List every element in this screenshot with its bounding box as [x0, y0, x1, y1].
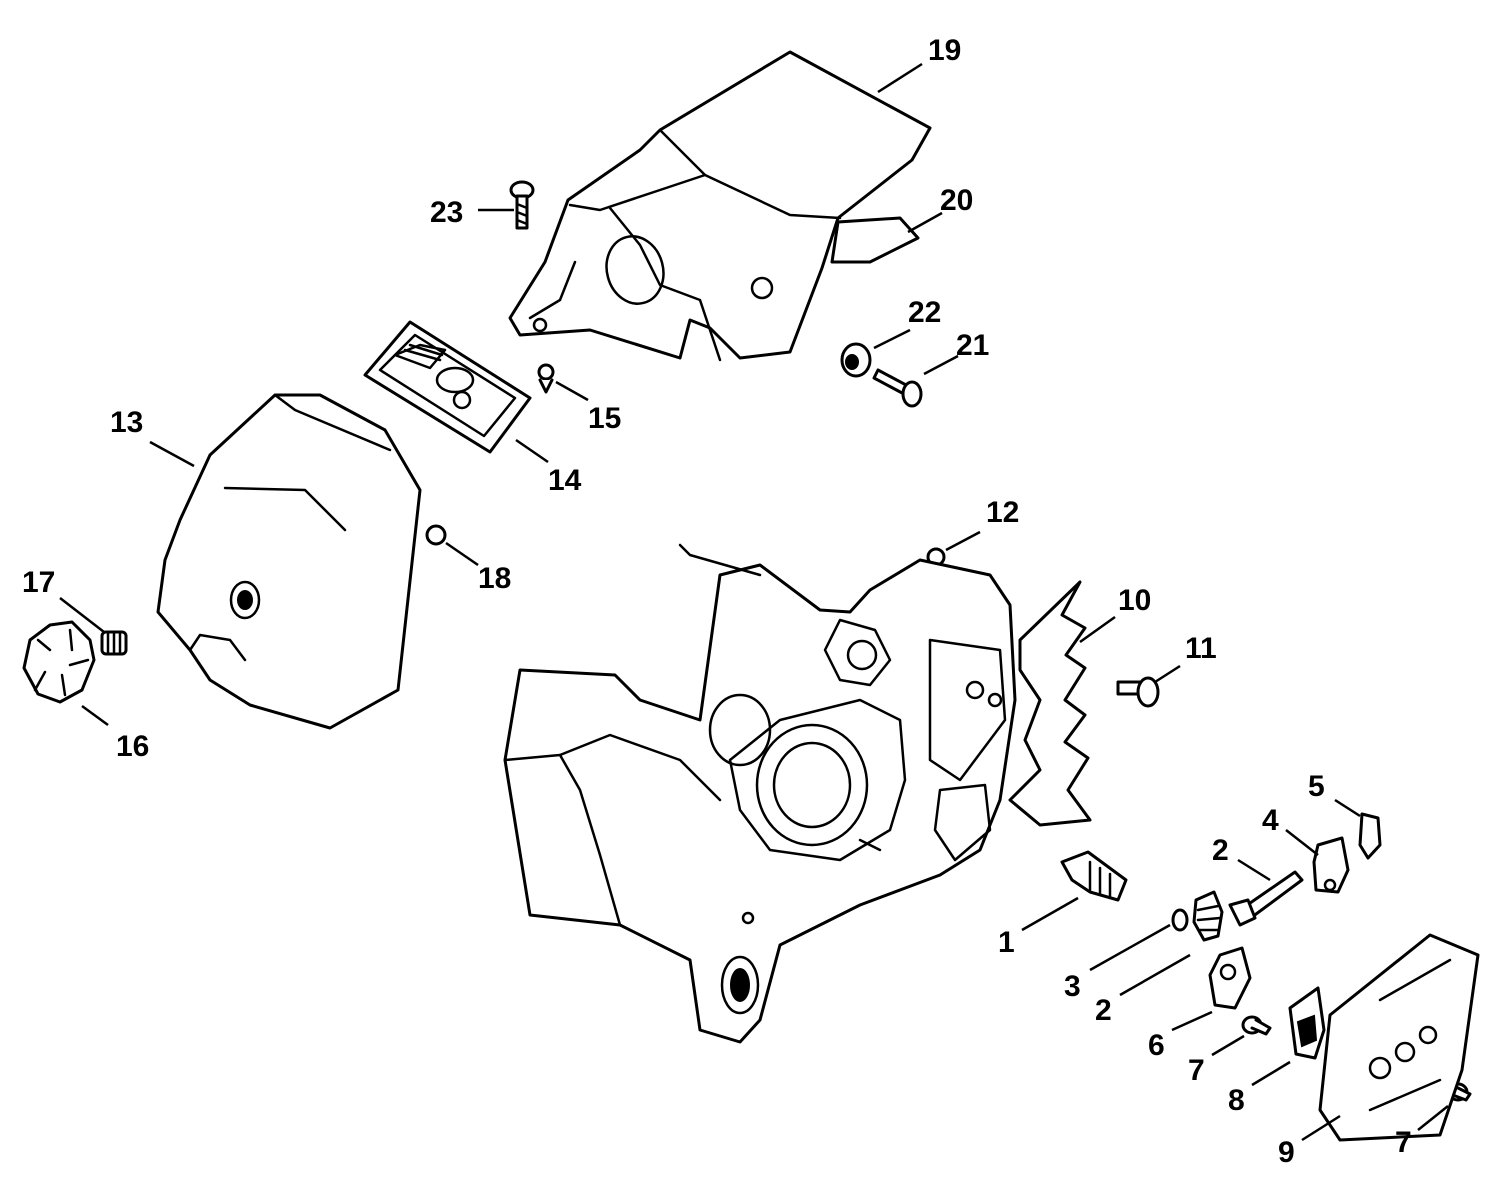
- callout-4: 4: [1262, 804, 1279, 837]
- callout-18: 18: [478, 562, 511, 595]
- callout-6: 6: [1148, 1029, 1165, 1062]
- part-knob-16: [22, 620, 96, 704]
- callout-19: 19: [928, 34, 961, 67]
- callout-10: 10: [1118, 584, 1151, 617]
- callout-12: 12: [986, 496, 1019, 529]
- part-crankcase: [503, 543, 1017, 1044]
- part-screw-11: [1116, 676, 1160, 708]
- callout-7-right: 7: [1395, 1126, 1412, 1159]
- part-screw-15: [537, 363, 555, 394]
- callout-2-upper: 2: [1212, 834, 1229, 867]
- callout-13: 13: [110, 406, 143, 439]
- callout-17: 17: [22, 566, 55, 599]
- part-catcher-8: [1288, 986, 1326, 1060]
- callout-2-lower: 2: [1095, 994, 1112, 1027]
- callout-21: 21: [956, 329, 989, 362]
- part-screw-23: [509, 180, 535, 230]
- callout-labels: 19 20 23 22 21 15 14 13 12 18 17 16 10 1…: [22, 34, 1412, 1169]
- callout-5: 5: [1308, 770, 1325, 803]
- callout-7-left: 7: [1188, 1054, 1205, 1087]
- part-screw-7a: [1241, 1015, 1272, 1036]
- part-clip-5: [1358, 812, 1382, 860]
- callout-11: 11: [1185, 632, 1217, 665]
- callout-1: 1: [998, 926, 1015, 959]
- callout-16: 16: [116, 730, 149, 763]
- part-sleeve-22: [840, 342, 872, 378]
- part-air-filter: [363, 320, 532, 454]
- callout-14: 14: [548, 464, 582, 497]
- leader-lines: [59, 62, 1449, 1142]
- callout-3: 3: [1064, 970, 1081, 1003]
- callout-9: 9: [1278, 1136, 1295, 1169]
- part-screw-21: [872, 368, 923, 408]
- callout-8: 8: [1228, 1084, 1245, 1117]
- callout-15: 15: [588, 402, 621, 435]
- part-tensioner-screw-2: [1228, 870, 1304, 927]
- part-gear-2: [1192, 890, 1224, 942]
- part-carburetor-cover: [156, 393, 422, 730]
- part-shroud-cover: [508, 50, 932, 362]
- part-label-sticker: [830, 216, 920, 264]
- part-cover-plate-9: [1318, 933, 1480, 1142]
- callout-23: 23: [430, 196, 463, 229]
- part-washer-3: [1171, 908, 1189, 932]
- part-spring-17: [100, 630, 128, 656]
- callout-20: 20: [940, 184, 973, 217]
- part-bumper-spike: [1008, 580, 1092, 827]
- part-slider-4: [1312, 836, 1350, 894]
- callout-22: 22: [908, 296, 941, 329]
- part-stud-1: [1060, 850, 1128, 902]
- part-plate-6: [1208, 946, 1252, 1010]
- part-clip-18: [425, 524, 447, 546]
